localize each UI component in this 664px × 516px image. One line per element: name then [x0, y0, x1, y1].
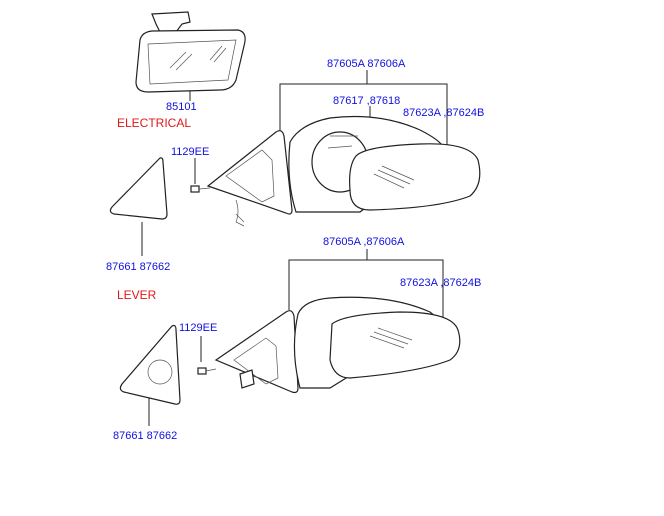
mirror-cover-lever[interactable] [119, 324, 181, 405]
mirror-cover-electrical[interactable] [109, 157, 168, 220]
part-label-assembly-lever[interactable]: 87605A ,87606A [323, 236, 405, 248]
leaders-lever [148, 249, 444, 426]
screw-electrical[interactable] [190, 185, 211, 193]
part-label-glass-electrical[interactable]: 87623A ,87624B [403, 107, 485, 119]
part-label-glass-lever[interactable]: 87623A ,87624B [400, 277, 482, 289]
screw-lever[interactable] [197, 367, 217, 375]
mirror-assembly-electrical[interactable] [206, 115, 481, 227]
part-label-screw-lever[interactable]: 1129EE [179, 322, 218, 334]
part-label-screw-electrical[interactable]: 1129EE [171, 146, 210, 158]
mirror-assembly-lever[interactable] [214, 296, 461, 394]
part-label-85101[interactable]: 85101 [166, 101, 197, 113]
part-label-motor-electrical[interactable]: 87617 ,87618 [333, 95, 401, 107]
section-title-electrical: ELECTRICAL [117, 116, 192, 130]
rear-view-mirror[interactable] [135, 11, 246, 93]
part-label-cover-lever[interactable]: 87661 87662 [113, 430, 178, 442]
part-label-cover-electrical[interactable]: 87661 87662 [106, 261, 171, 273]
part-label-assembly-electrical[interactable]: 87605A 87606A [327, 58, 406, 70]
section-title-lever: LEVER [117, 288, 157, 302]
